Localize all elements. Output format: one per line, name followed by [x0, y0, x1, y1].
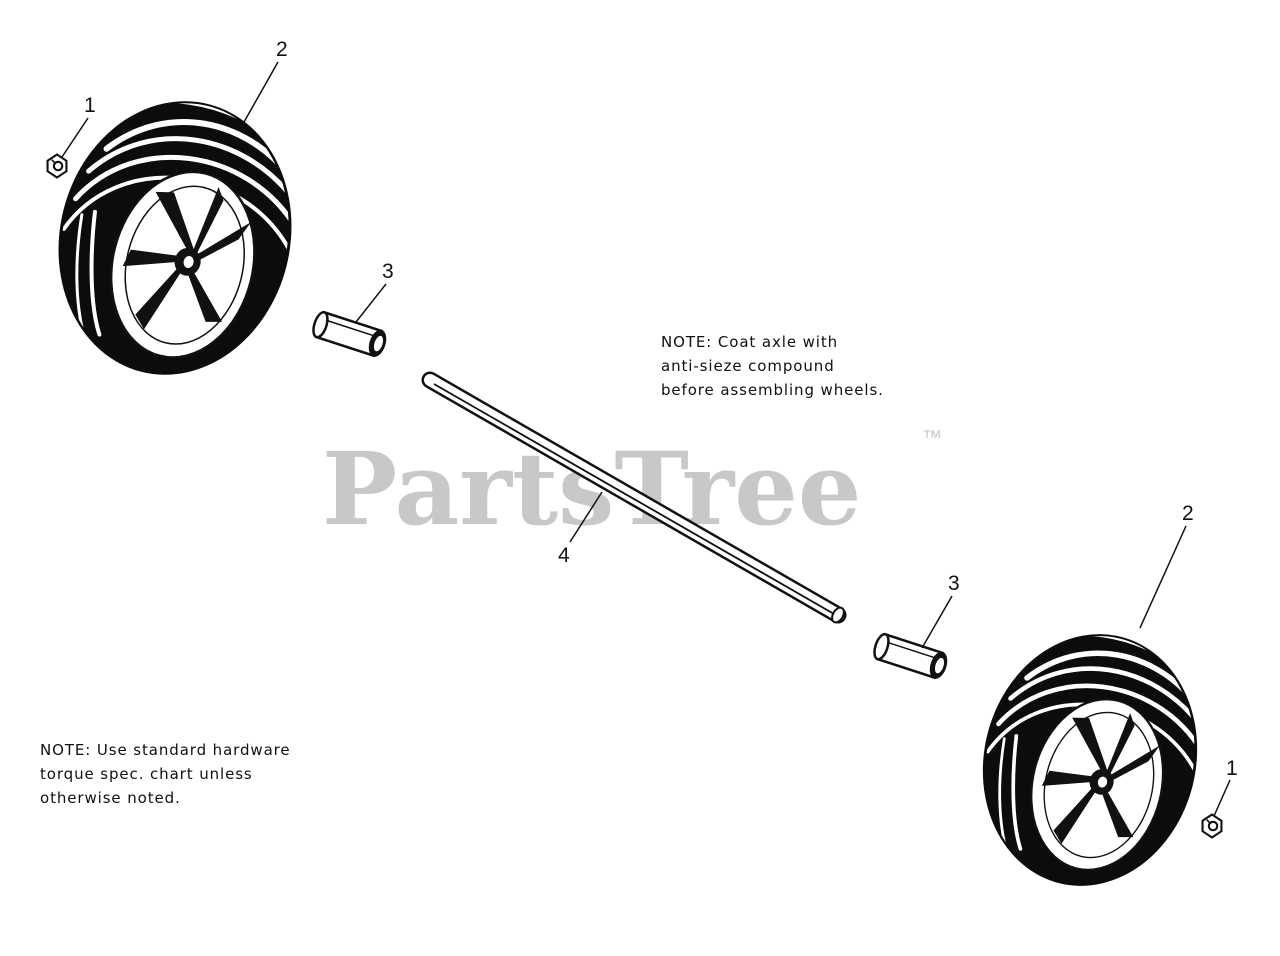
- callout-wheel-right: 2: [1182, 502, 1194, 525]
- hardware-note-line: NOTE: Use standard hardware: [40, 741, 291, 759]
- spacer-icon: [309, 308, 391, 361]
- nut-icon: [1201, 813, 1223, 839]
- spacer-icon: [870, 630, 952, 683]
- callout-spacer-right: 3: [948, 572, 960, 595]
- trademark-symbol: ™: [922, 427, 942, 449]
- axle-icon: [421, 371, 847, 624]
- callout-nut-left: 1: [84, 94, 96, 117]
- callout-spacer-left: 3: [382, 260, 394, 283]
- hardware-note: NOTE: Use standard hardware torque spec.…: [40, 738, 291, 810]
- leader-lines: [61, 61, 1231, 817]
- hardware-note-line: torque spec. chart unless: [40, 765, 253, 783]
- wheel-icon: [30, 76, 320, 399]
- axle-note: NOTE: Coat axle with anti-sieze compound…: [661, 330, 884, 402]
- axle-note-line: NOTE: Coat axle with: [661, 333, 839, 351]
- callout-axle: 4: [558, 544, 570, 567]
- nut-icon: [46, 153, 68, 179]
- callout-nut-right: 1: [1226, 757, 1238, 780]
- hardware-note-line: otherwise noted.: [40, 789, 181, 807]
- axle-note-line: anti-sieze compound: [661, 357, 835, 375]
- axle-note-line: before assembling wheels.: [661, 381, 884, 399]
- callout-wheel-left: 2: [276, 38, 288, 61]
- wheel-icon: [957, 611, 1224, 909]
- watermark-text: PartsTree: [322, 430, 862, 548]
